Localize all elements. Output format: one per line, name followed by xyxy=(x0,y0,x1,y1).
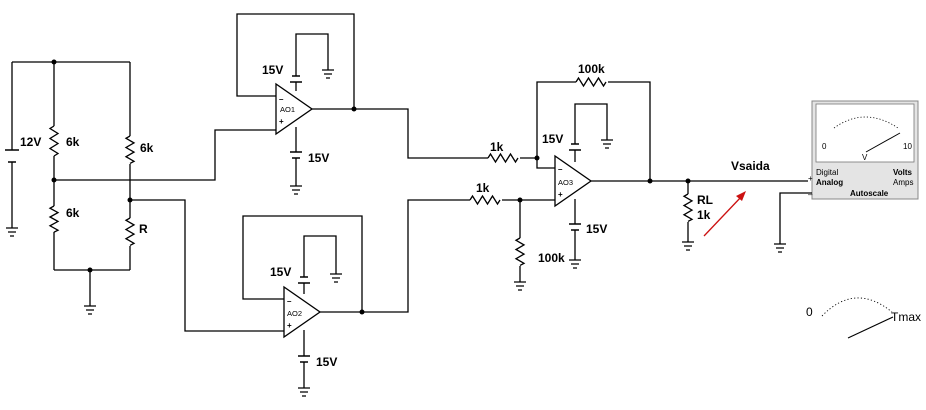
resistor-6k-left-bottom-label: 6k xyxy=(66,206,80,220)
red-arrow xyxy=(703,191,746,237)
resistor-6k-right-label: 6k xyxy=(140,141,154,155)
resistor-100k-feedback: 100k xyxy=(575,62,607,88)
battery-12v-label: 12V xyxy=(20,135,41,149)
resistor-rl: RL 1k xyxy=(682,181,713,251)
resistor-1k-top-label: 1k xyxy=(490,140,504,154)
opamp-ao3-plus: + xyxy=(558,190,563,199)
gauge-arc xyxy=(821,297,893,317)
ao2-supply-bottom-label: 15V xyxy=(316,355,337,369)
multimeter[interactable]: 0 10 V + – Digital Analog Volts Amps Aut… xyxy=(808,100,919,200)
resistor-1k-bottom-label: 1k xyxy=(476,181,490,195)
meter-terminal-minus: – xyxy=(808,190,813,199)
resistor-6k-left-bottom: 6k xyxy=(48,205,80,233)
bridge-network xyxy=(6,59,284,332)
ao3-supply-top-label: 15V xyxy=(542,132,563,146)
resistor-r: R xyxy=(124,217,148,246)
output-label-vsaida: Vsaida xyxy=(731,159,770,173)
gauge: 0 Tmax xyxy=(806,297,921,339)
resistor-6k-left-top-label: 6k xyxy=(66,135,80,149)
opamp-ao2-label: AO2 xyxy=(287,309,302,318)
meter-mode-analog[interactable]: Analog xyxy=(816,178,843,187)
gauge-needle xyxy=(847,316,894,339)
ao1-supply-bottom-label: 15V xyxy=(308,151,329,165)
opamp-ao1-plus: + xyxy=(279,117,284,126)
resistor-1k-bottom: 1k xyxy=(469,181,501,206)
ao1-supply-top-label: 15V xyxy=(262,63,283,77)
ao2-wiring: 15V 15V xyxy=(242,199,470,397)
resistor-100k-ground: 100k xyxy=(514,237,565,266)
ao3-wiring: 15V 15V xyxy=(502,81,808,291)
gauge-max-label: Tmax xyxy=(891,310,921,324)
resistor-r-label: R xyxy=(139,222,148,236)
opamp-ao2-minus: – xyxy=(287,297,292,306)
meter-quantity-volts[interactable]: Volts xyxy=(893,168,913,177)
resistor-6k-left-top: 6k xyxy=(48,125,80,157)
gauge-min-label: 0 xyxy=(806,305,813,319)
opamp-ao1-label: AO1 xyxy=(280,105,295,114)
resistor-rl-value: 1k xyxy=(697,208,711,222)
meter-scale-min: 0 xyxy=(822,142,827,151)
resistor-1k-top: 1k xyxy=(487,140,519,164)
meter-autoscale[interactable]: Autoscale xyxy=(850,189,889,198)
meter-scale-max: 10 xyxy=(903,142,912,151)
resistor-rl-name: RL xyxy=(697,193,713,207)
ao3-supply-bottom-label: 15V xyxy=(586,222,607,236)
ao2-supply-top-label: 15V xyxy=(270,265,291,279)
meter-quantity-amps[interactable]: Amps xyxy=(893,178,913,187)
ao1-wiring: 15V 15V xyxy=(236,13,488,195)
meter-unit: V xyxy=(862,153,868,162)
meter-terminal-plus: + xyxy=(808,174,813,183)
opamp-ao1: AO1 – + xyxy=(275,82,314,136)
opamp-ao1-minus: – xyxy=(279,95,284,104)
opamp-ao3-label: AO3 xyxy=(558,178,573,187)
resistor-6k-right: 6k xyxy=(124,135,154,164)
opamp-ao2-plus: + xyxy=(287,321,292,330)
battery-12v: 12V xyxy=(5,135,41,163)
meter-mode-digital[interactable]: Digital xyxy=(816,168,838,177)
opamp-ao3-minus: – xyxy=(558,165,563,174)
meter-scale xyxy=(833,116,901,153)
opamp-ao3: AO3 – + xyxy=(554,154,593,208)
opamp-ao2: AO2 – + xyxy=(283,285,322,339)
resistor-100k-ground-label: 100k xyxy=(538,251,565,265)
meter-ground-wiring xyxy=(774,192,812,253)
meter-needle xyxy=(865,132,901,153)
resistor-100k-feedback-label: 100k xyxy=(578,62,605,76)
